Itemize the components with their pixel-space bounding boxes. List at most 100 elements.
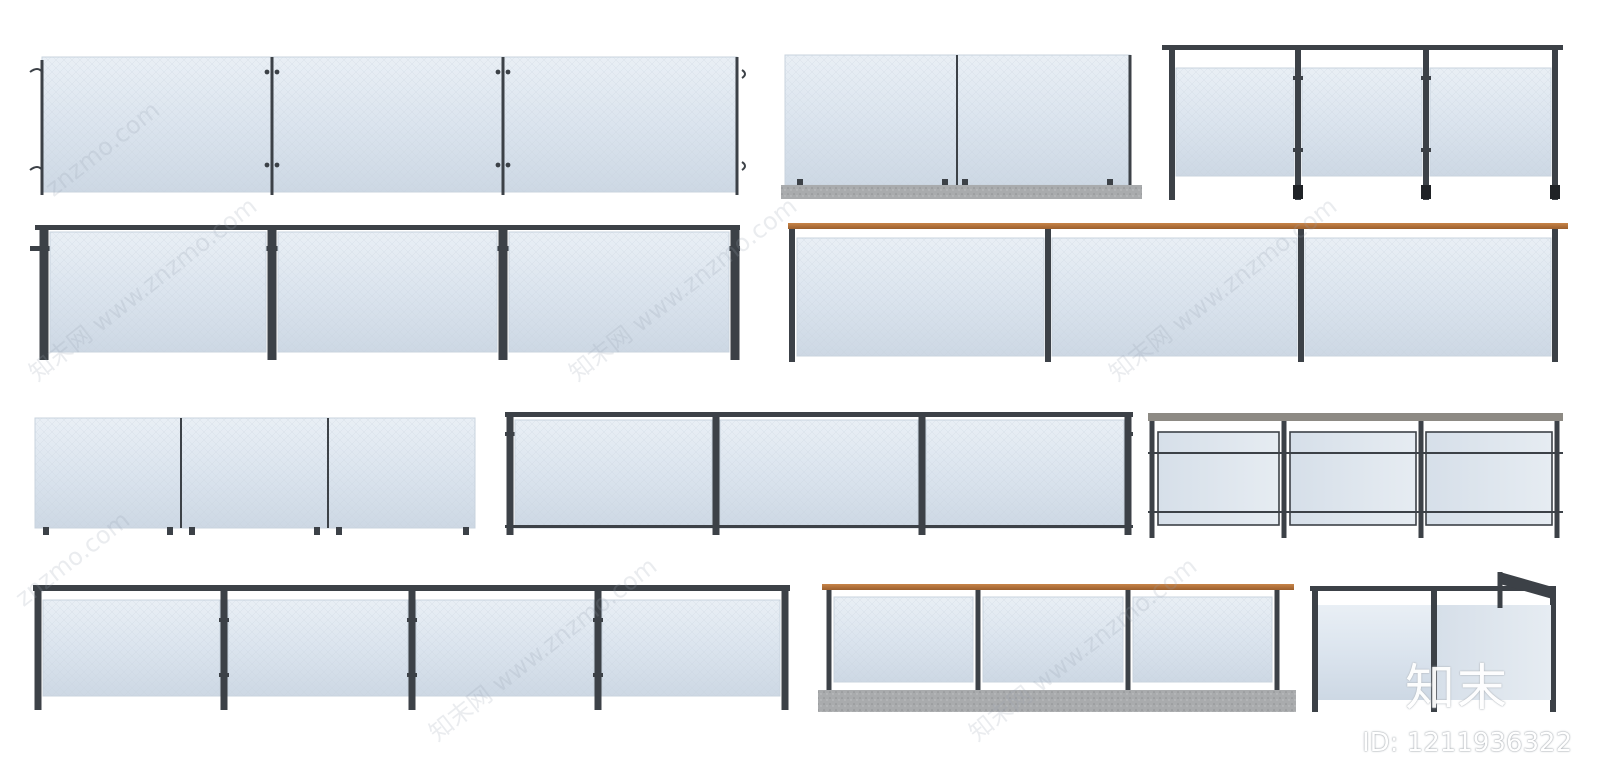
- glass-texture: [1302, 68, 1422, 176]
- framed-glass-panel: [1289, 431, 1417, 526]
- railing-post: [1281, 421, 1287, 538]
- railing-post: [1125, 590, 1131, 690]
- glass-texture: [35, 418, 475, 528]
- railing-post: [1418, 421, 1424, 538]
- glass-clamp: [1293, 76, 1303, 80]
- railing-post: [1298, 229, 1304, 362]
- railing-post: [1045, 229, 1051, 362]
- handrail: [1148, 413, 1563, 421]
- base-clip: [189, 527, 195, 535]
- post-foot: [1550, 185, 1560, 199]
- glass-bolt: [274, 162, 280, 168]
- glass-texture: [228, 600, 408, 696]
- railing-post: [1295, 45, 1301, 200]
- glass-bolt: [495, 69, 501, 75]
- post-foot: [1293, 185, 1303, 199]
- glass-clamp: [593, 618, 603, 622]
- glass-clamp: [407, 618, 417, 622]
- railing-post: [1149, 421, 1155, 538]
- glass-panel: [1318, 605, 1431, 700]
- railing-post: [1552, 45, 1558, 200]
- corner-rail: [1500, 572, 1556, 600]
- railing-post: [220, 585, 228, 710]
- glass-texture: [1430, 68, 1551, 176]
- glass-texture: [278, 232, 497, 352]
- glass-texture: [797, 238, 1044, 356]
- stone-base: [818, 690, 1296, 712]
- handrail: [1148, 452, 1563, 454]
- handrail: [35, 225, 740, 230]
- glass-bolt: [495, 162, 501, 168]
- handrail: [505, 525, 1133, 528]
- railing-post: [1124, 412, 1132, 535]
- handrail: [788, 223, 1568, 229]
- railing-post: [1274, 590, 1280, 690]
- glass-texture: [42, 57, 737, 192]
- base-clip: [43, 527, 49, 535]
- glass-bolt: [264, 69, 270, 75]
- glass-texture: [515, 420, 712, 528]
- glass-texture: [50, 232, 266, 352]
- wall-bracket: [29, 68, 746, 171]
- glass-bolt: [505, 69, 511, 75]
- glass-texture: [602, 600, 780, 696]
- glass-panel: [1437, 605, 1551, 700]
- railing-post: [1497, 572, 1503, 608]
- glass-clamp: [593, 673, 603, 677]
- framed-glass-panel: [1425, 431, 1553, 526]
- glass-bolt: [274, 69, 280, 75]
- base-clip: [1107, 179, 1113, 185]
- railing-post: [735, 57, 739, 195]
- handrail: [1162, 45, 1563, 50]
- base-clip: [167, 527, 173, 535]
- railing-post: [40, 60, 44, 195]
- railing-post: [270, 57, 274, 195]
- stone-base: [781, 185, 1142, 199]
- glass-texture: [720, 420, 918, 528]
- railing-post: [408, 585, 416, 710]
- glass-clamp: [1421, 76, 1431, 80]
- railing-post: [781, 585, 789, 710]
- railing-post: [501, 57, 505, 195]
- railing-post: [1128, 55, 1132, 185]
- railing-post: [1554, 421, 1560, 538]
- glass-texture: [509, 232, 729, 352]
- handrail: [505, 412, 1133, 417]
- glass-texture: [1176, 68, 1294, 176]
- glass-clamp: [219, 673, 229, 677]
- railing-post: [1312, 586, 1318, 712]
- glass-clamp: [219, 618, 229, 622]
- railing-post: [594, 585, 602, 710]
- watermark-logo: 知末: [1405, 659, 1509, 717]
- base-clip: [463, 527, 469, 535]
- base-clip: [797, 179, 803, 185]
- glass-texture: [983, 597, 1123, 682]
- railing-post: [918, 412, 926, 535]
- glass-clamp: [1293, 148, 1303, 152]
- glass-clamp: [1421, 148, 1431, 152]
- watermark-id: ID: 1211936322: [1362, 728, 1573, 758]
- railing-post: [34, 585, 42, 710]
- glass-bolt: [264, 162, 270, 168]
- railing-post: [267, 225, 277, 360]
- glass-texture: [43, 600, 220, 696]
- glass-bolt: [505, 162, 511, 168]
- railing-post: [975, 590, 981, 690]
- handrail: [822, 584, 1294, 590]
- base-clip: [962, 179, 968, 185]
- railing-post: [180, 418, 182, 528]
- railing-post: [789, 229, 795, 362]
- railing-post: [506, 412, 514, 535]
- railing-post: [327, 418, 329, 528]
- glass-clamp: [407, 673, 417, 677]
- base-clip: [336, 527, 342, 535]
- framed-glass-panel: [1157, 431, 1280, 526]
- post-foot: [1421, 185, 1431, 199]
- railing-post: [730, 225, 740, 360]
- railing-post: [498, 225, 508, 360]
- glass-texture: [926, 420, 1124, 528]
- glass-texture: [834, 597, 973, 682]
- railing-post: [956, 55, 958, 185]
- railing-post: [1550, 586, 1556, 712]
